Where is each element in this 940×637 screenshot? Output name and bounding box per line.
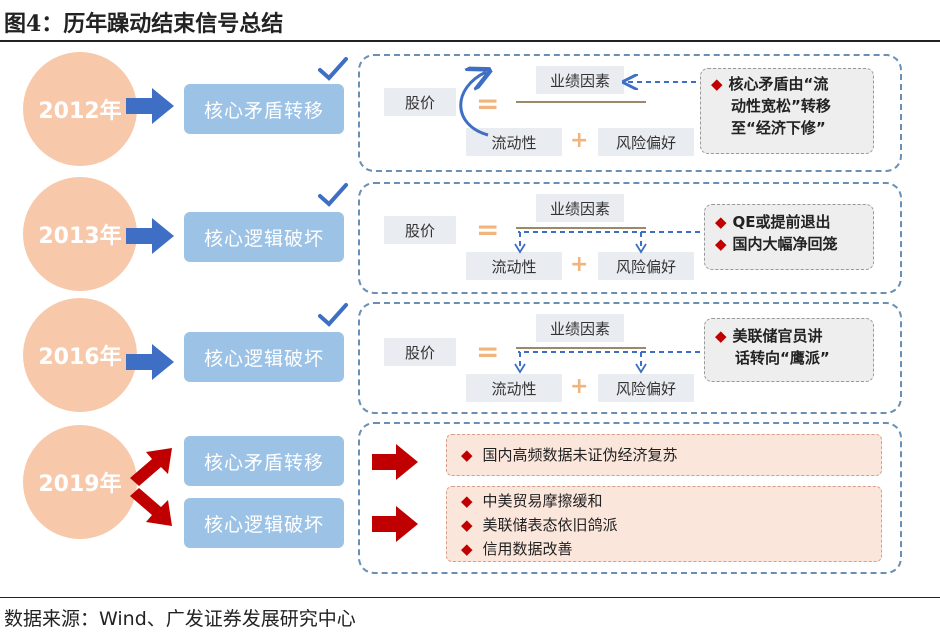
arrowhead-2013-right [635,243,647,254]
fraction-line [516,347,646,349]
figure-title: 图4：历年躁动结束信号总结 [4,11,284,37]
risk-appetite-box: 风险偏好 [598,252,694,280]
note-box-2016: ◆美联储官员讲 话转向“鹰派” [704,318,874,382]
stock-price-box: 股价 [384,216,456,244]
note-line: 动性宽松”转移 [731,97,831,115]
diamond-bullet-icon: ◆ [461,516,473,534]
stock-price-box: 股价 [384,88,456,116]
check-mark-icon [318,183,348,207]
arrow-right-icon [126,88,174,124]
signal-item: ◆美联储表态依旧鸽派 [461,516,618,534]
theme-box-2016: 核心逻辑破坏 [184,332,344,382]
diamond-bullet-icon: ◆ [715,235,727,253]
fraction-line [516,101,646,103]
liquidity-box: 流动性 [466,128,562,156]
note-line: 至“经济下修” [731,119,826,137]
top-rule [0,40,940,42]
note-line: 话转向“鹰派” [735,349,830,367]
note-line: ◆国内大幅净回笼 [715,235,838,253]
theme-box-2012: 核心矛盾转移 [184,84,344,134]
fraction-line [516,227,646,229]
note-box-2013: ◆QE或提前退出 ◆国内大幅净回笼 [704,204,874,270]
year-circle-2013: 2013年 [23,177,137,291]
theme-box-2019-b: 核心逻辑破坏 [184,498,344,548]
curved-arrow-liquidity-to-earnings [459,72,488,137]
signal-item: ◆中美贸易摩擦缓和 [461,492,603,510]
plus-sign: + [570,128,589,153]
bottom-rule [0,597,940,598]
earnings-box: 业绩因素 [536,66,624,94]
formula-panel-2013: 股价 = 业绩因素 流动性 + 风险偏好 ◆QE或提前退出 ◆国内大幅净回笼 [358,182,902,294]
signal-item: ◆国内高频数据未证伪经济复苏 [461,446,678,464]
formula-panel-2012: 股价 = 业绩因素 流动性 + 风险偏好 ◆核心矛盾由“流 动性宽松”转移 至“… [358,54,902,172]
note-line: ◆核心矛盾由“流 [711,75,829,93]
theme-box-2013: 核心逻辑破坏 [184,212,344,262]
theme-box-2019-a: 核心矛盾转移 [184,436,344,486]
arrow-right-icon [126,344,174,380]
diamond-bullet-icon: ◆ [715,327,727,345]
risk-appetite-box: 风险偏好 [598,128,694,156]
check-mark-icon [318,57,348,81]
check-mark-icon [318,303,348,327]
risk-appetite-box: 风险偏好 [598,374,694,402]
diamond-bullet-icon: ◆ [711,75,723,93]
signal-item: ◆信用数据改善 [461,540,573,558]
liquidity-box: 流动性 [466,374,562,402]
arrow-right-icon [126,218,174,254]
stock-price-box: 股价 [384,338,456,366]
arrow-right-red-icon [372,444,418,480]
signal-box-2019-a: ◆国内高频数据未证伪经济复苏 [446,434,882,476]
signal-box-2019-b: ◆中美贸易摩擦缓和 ◆美联储表态依旧鸽派 ◆信用数据改善 [446,486,882,562]
year-circle-2019: 2019年 [23,425,137,539]
equals-sign: = [476,213,500,246]
equals-sign: = [476,87,500,120]
note-box-2012: ◆核心矛盾由“流 动性宽松”转移 至“经济下修” [700,68,874,154]
equals-sign: = [476,335,500,368]
plus-sign: + [570,252,589,277]
diamond-bullet-icon: ◆ [461,540,473,558]
earnings-box: 业绩因素 [536,194,624,222]
earnings-box: 业绩因素 [536,314,624,342]
note-line: ◆QE或提前退出 [715,213,831,231]
year-circle-2012: 2012年 [23,52,137,166]
arrowhead-2016-left [514,363,526,374]
arrowhead-2016-right [635,363,647,374]
diamond-bullet-icon: ◆ [461,446,473,464]
arrow-right-red-icon [372,506,418,542]
liquidity-box: 流动性 [466,252,562,280]
signal-panel-2019: ◆国内高频数据未证伪经济复苏 ◆中美贸易摩擦缓和 ◆美联储表态依旧鸽派 ◆信用数… [358,422,902,574]
plus-sign: + [570,374,589,399]
note-line: ◆美联储官员讲 [715,327,823,345]
source-note: 数据来源：Wind、广发证券发展研究中心 [4,608,356,630]
diamond-bullet-icon: ◆ [715,213,727,231]
arrow-down-right-red-icon [130,488,172,526]
dashed-branch-2016 [518,351,700,366]
year-circle-2016: 2016年 [23,298,137,412]
dashed-branch-2013 [518,231,700,246]
arrow-up-right-red-icon [130,448,172,486]
arrowhead-2013-left [514,243,526,254]
diamond-bullet-icon: ◆ [461,492,473,510]
formula-panel-2016: 股价 = 业绩因素 流动性 + 风险偏好 ◆美联储官员讲 话转向“鹰派” [358,302,902,414]
